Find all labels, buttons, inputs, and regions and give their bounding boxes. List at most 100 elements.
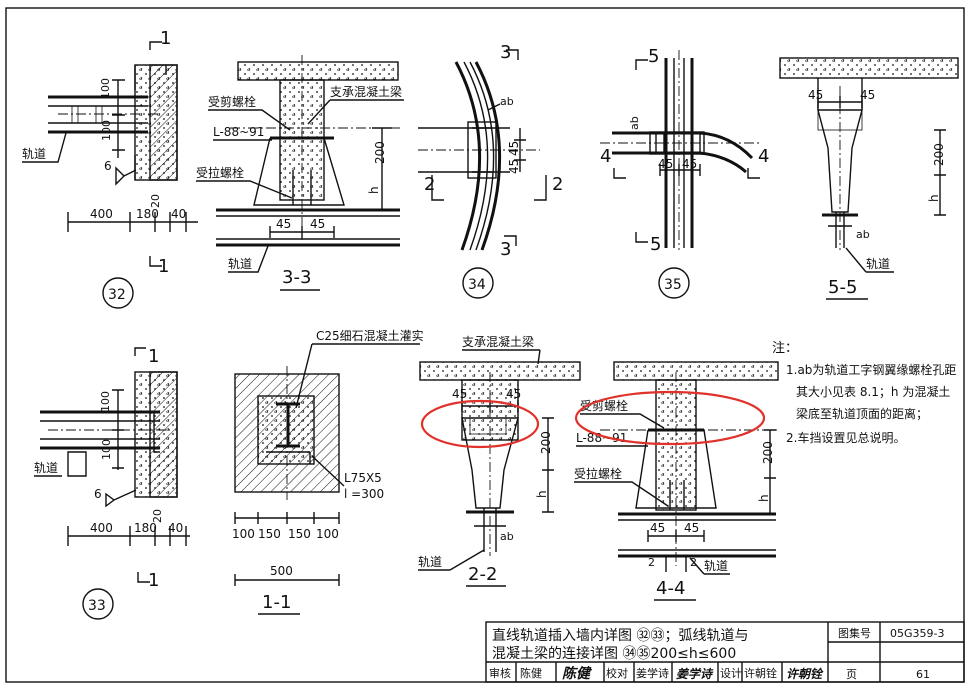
- sec-a-35: 5: [648, 46, 659, 67]
- dim-100a-32: 100: [99, 78, 112, 99]
- angle-length-1-1: l =300: [344, 487, 384, 501]
- angle-label-1-1: L75X5: [344, 471, 382, 485]
- dim-200-4-4: 200: [761, 441, 775, 464]
- title-line-1: 直线轨道插入墙内详图 ㉜㉝；弧线轨道与: [492, 627, 748, 644]
- dim-45b-34: 45: [507, 159, 521, 174]
- page-number: 61: [916, 668, 930, 681]
- dim-45b-5-5: 45: [860, 88, 875, 102]
- dim-20-32: 20: [149, 194, 162, 208]
- check-label: 校对: [606, 666, 628, 680]
- title-4-4: 4-4: [656, 578, 685, 599]
- note-2: 2.车挡设置见总说明。: [786, 430, 905, 445]
- slab-3-3: [237, 61, 399, 81]
- angle-label-3-3: L-88~91: [213, 125, 264, 139]
- beam-label-3-3: 支承混凝土梁: [330, 84, 402, 99]
- dim-100a-1-1: 100: [232, 527, 255, 541]
- section-2-2: 支承混凝土梁 45 45 200 h ab 轨道 2-2: [418, 334, 581, 587]
- dim-ab-5-5: ab: [856, 228, 870, 241]
- dim-100b-1-1: 100: [316, 527, 339, 541]
- highlight-ellipse-2-2: [420, 399, 540, 449]
- dim-45a-5-5: 45: [808, 88, 823, 102]
- title-1-1: 1-1: [262, 592, 291, 613]
- detail-35: ab 45 45 5 5 4 4 35: [600, 46, 769, 299]
- reviewer-name: 陈健: [520, 666, 542, 680]
- atlas-number: 05G359-3: [890, 627, 944, 640]
- dim-2a-4-4: 2: [648, 556, 655, 569]
- reviewer-signature: 陈健: [562, 665, 593, 682]
- note-1-line-3: 梁底至轨道顶面的距离；: [796, 406, 928, 421]
- sec-a-34: 3: [500, 42, 511, 63]
- sec-bot-33: 1: [148, 570, 159, 591]
- note-1-line-1: 1.ab为轨道工字钢翼缘螺栓孔距: [786, 362, 956, 377]
- section-3-3: 受剪螺栓 L-88~91 受拉螺栓 支承混凝土梁 200 h 45 45 轨道 …: [196, 55, 404, 291]
- dim-45a-34: 45: [507, 141, 521, 156]
- title-line-2: 混凝土梁的连接详图 ㉞㉟200≤h≤600: [492, 645, 736, 662]
- detail-marker-35: [658, 267, 690, 299]
- dim-40-33: 40: [168, 521, 183, 535]
- dim-200-2-2: 200: [539, 431, 553, 454]
- note-1-line-2: 其大小见表 8.1；h 为混凝土: [796, 384, 950, 399]
- rail-label-4-4: 轨道: [704, 559, 728, 573]
- detail-marker-34: [462, 267, 494, 299]
- dim-45a-35: 45: [658, 157, 673, 171]
- dim-45a-4-4: 45: [650, 521, 665, 535]
- shear-bolt-label-4-4: 受剪螺栓: [580, 398, 628, 413]
- rail-label-32: 轨道: [22, 147, 46, 161]
- dim-ab-34: ab: [500, 95, 514, 108]
- dim-180-33: 180: [134, 521, 157, 535]
- detail-marker-33: [82, 588, 114, 620]
- shear-bolt-label-3-3: 受剪螺栓: [208, 94, 256, 109]
- dim-200-5-5: 200: [932, 143, 946, 166]
- sec-d-35: 4: [758, 146, 769, 167]
- title-3-3: 3-3: [282, 267, 311, 288]
- detail-34: 45 45 ab 3 3 2 2 34: [418, 42, 563, 299]
- title-block: 直线轨道插入墙内详图 ㉜㉝；弧线轨道与 混凝土梁的连接详图 ㉞㉟200≤h≤60…: [485, 621, 965, 683]
- checker-name: 姜学诗: [636, 666, 669, 680]
- sec-b-35: 5: [650, 234, 661, 255]
- dim-500-1-1: 500: [270, 564, 293, 578]
- dim-6-32: 6: [104, 159, 112, 173]
- tension-bolt-label-4-4: 受拉螺栓: [574, 466, 622, 481]
- dim-20-33: 20: [151, 509, 164, 523]
- sheet-border: [5, 7, 965, 683]
- dim-100a-33: 100: [99, 391, 112, 412]
- rail-label-5-5: 轨道: [866, 257, 890, 271]
- tension-bolt-label-3-3: 受拉螺栓: [196, 165, 244, 180]
- page-label: 页: [846, 668, 857, 681]
- angle-label-4-4: L-88~91: [576, 431, 627, 445]
- sec-b-34: 3: [500, 239, 511, 260]
- rail-label-2-2: 轨道: [418, 555, 442, 569]
- dim-40-32: 40: [171, 207, 186, 221]
- rail-label-3-3: 轨道: [228, 257, 252, 271]
- section-cut-top-32: [149, 41, 162, 50]
- marker-label-32: 32: [108, 287, 126, 303]
- designer-signature: 许朝铨: [786, 667, 824, 681]
- section-4-4: 受剪螺栓 L-88~91 受拉螺栓 200 h 45 45 2 2 轨道 4-4: [574, 361, 780, 601]
- notes: 注： 1.ab为轨道工字钢翼缘螺栓孔距 其大小见表 8.1；h 为混凝土 梁底至…: [772, 341, 956, 445]
- dim-150a-1-1: 150: [258, 527, 281, 541]
- dim-45a-3-3: 45: [276, 217, 291, 231]
- dim-h-5-5: h: [927, 194, 941, 202]
- design-label: 设计: [720, 667, 742, 680]
- title-2-2: 2-2: [468, 564, 497, 585]
- dim-ab-35: ab: [628, 116, 641, 130]
- sec-top-32: 1: [160, 28, 171, 49]
- marker-label-35: 35: [664, 277, 682, 293]
- review-label: 审核: [489, 666, 511, 680]
- dim-100b-32: 100: [100, 120, 113, 141]
- designer-name: 许朝铨: [744, 666, 777, 680]
- dim-400-33: 400: [90, 521, 113, 535]
- dim-h-4-4: h: [757, 494, 771, 502]
- dim-45b-3-3: 45: [310, 217, 325, 231]
- detail-32: 100 100 1 1 轨道 6 400 180 40 20 32: [22, 28, 198, 309]
- sec-c-34: 2: [424, 174, 435, 195]
- dim-45b-4-4: 45: [684, 521, 699, 535]
- dim-100b-33: 100: [100, 439, 113, 460]
- sec-c-35: 4: [600, 146, 611, 167]
- atlas-label: 图集号: [838, 626, 871, 640]
- dim-45b-2-2: 45: [506, 387, 521, 401]
- dim-h-3-3: h: [367, 186, 381, 194]
- checker-signature: 姜学诗: [676, 667, 714, 681]
- section-1-1: C25细石混凝土灌实 L75X5 l =300 100 150 150 100 …: [232, 328, 424, 615]
- sec-d-34: 2: [552, 174, 563, 195]
